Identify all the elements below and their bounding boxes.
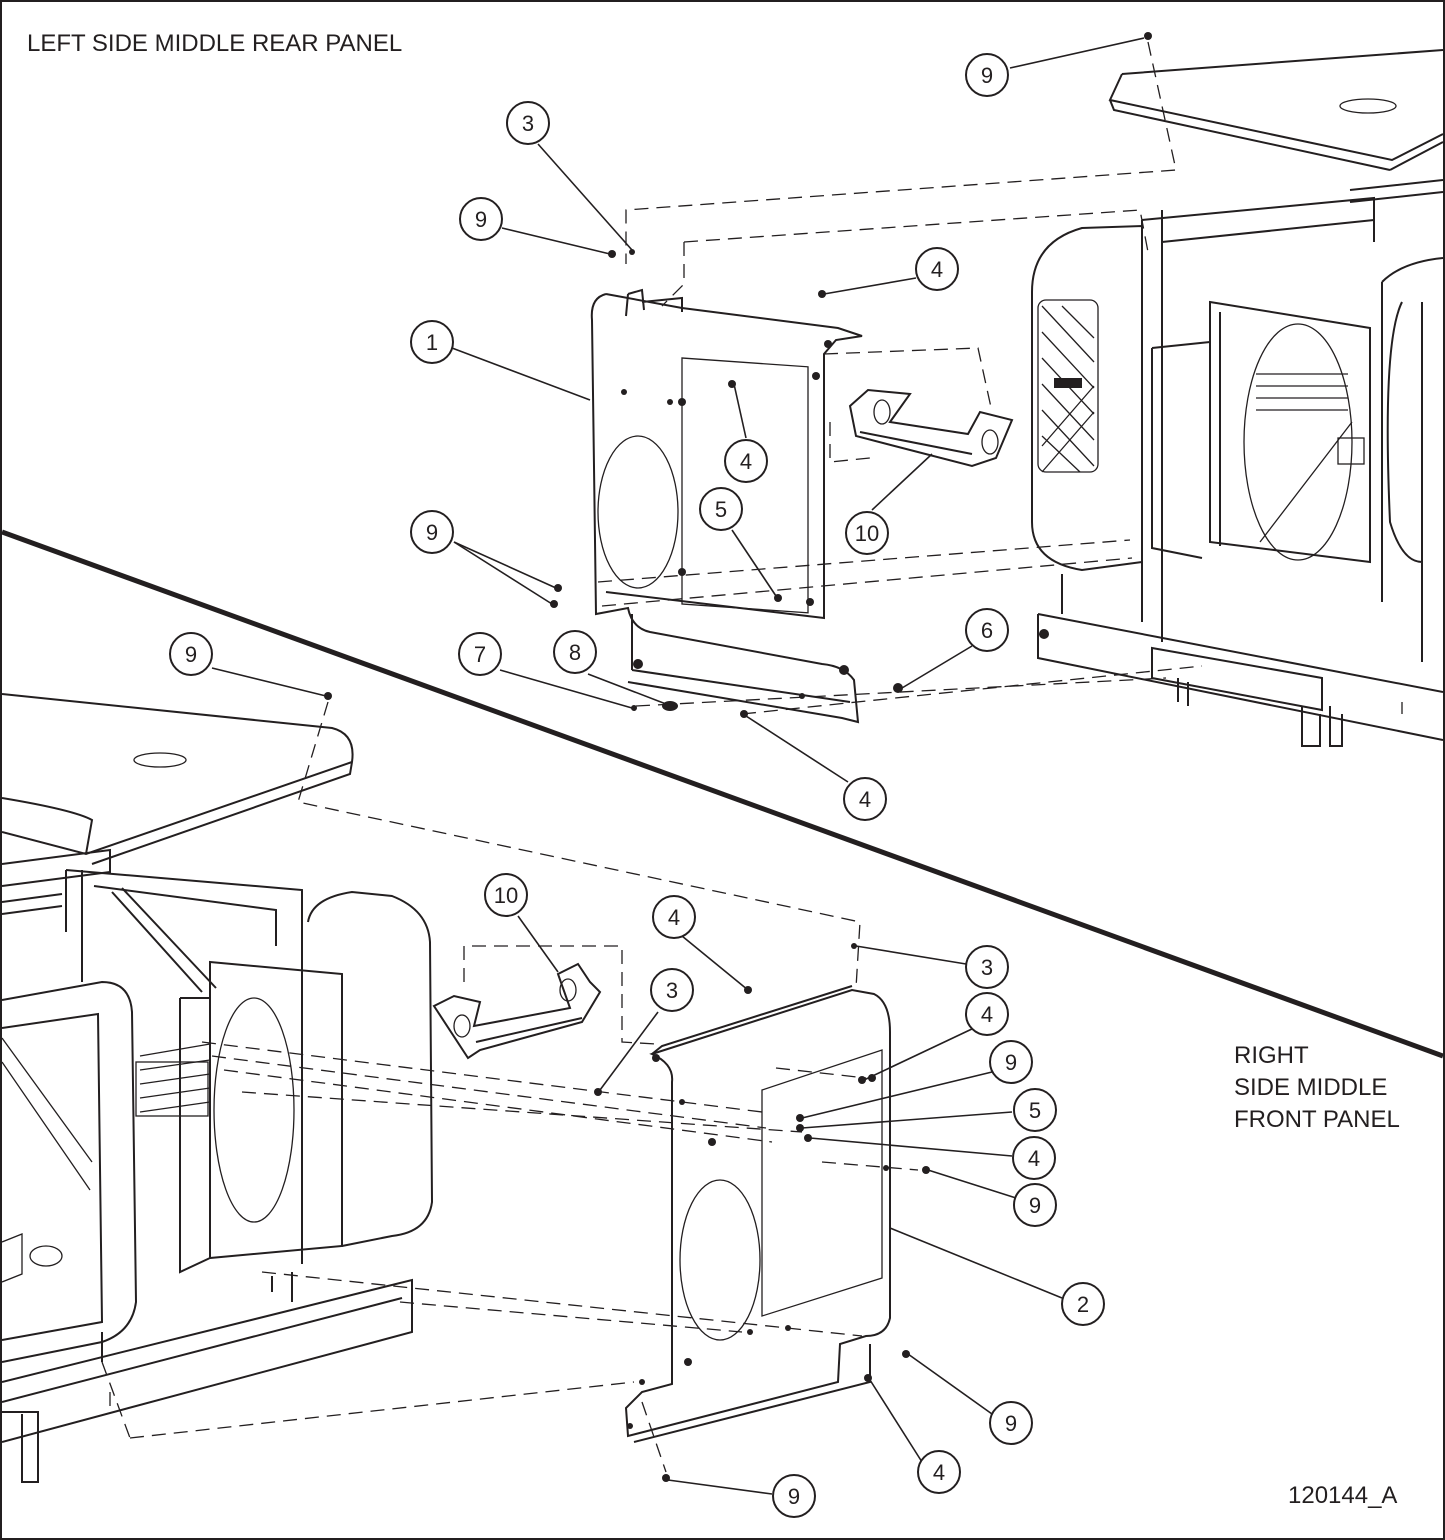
svg-text:9: 9 <box>475 207 487 232</box>
right-panel-title: RIGHT SIDE MIDDLE FRONT PANEL <box>1234 1040 1400 1136</box>
svg-text:7: 7 <box>474 642 486 667</box>
svg-text:4: 4 <box>931 257 943 282</box>
svg-text:8: 8 <box>569 640 581 665</box>
svg-text:4: 4 <box>981 1002 993 1027</box>
callout-1: 1 <box>410 320 454 364</box>
callout-10-front: 10 <box>484 873 528 917</box>
front-alignment-lines <box>101 701 919 1473</box>
callout-4-front-bottom: 4 <box>917 1450 961 1494</box>
callout-4-rear-bottom: 4 <box>843 777 887 821</box>
callout-leaders <box>211 37 1145 1495</box>
callout-4-rear-window: 4 <box>724 439 768 483</box>
svg-text:9: 9 <box>1005 1411 1017 1436</box>
svg-text:9: 9 <box>1029 1193 1041 1218</box>
right-panel-title-line: RIGHT <box>1234 1042 1309 1069</box>
callout-5-front: 5 <box>1013 1088 1057 1132</box>
callout-2: 2 <box>1061 1282 1105 1326</box>
svg-text:9: 9 <box>981 63 993 88</box>
svg-text:10: 10 <box>855 521 879 546</box>
drawing-number: 120144_A <box>1288 1482 1398 1509</box>
svg-text:4: 4 <box>859 787 871 812</box>
front-bracket-10 <box>432 962 602 1060</box>
right-panel-title-line: SIDE MIDDLE <box>1234 1074 1388 1101</box>
svg-text:4: 4 <box>668 905 680 930</box>
svg-text:10: 10 <box>494 883 518 908</box>
svg-text:9: 9 <box>426 520 438 545</box>
front-enclosure-assembly <box>2 693 434 1483</box>
rear-panel-1 <box>590 288 863 724</box>
right-panel-title-line: FRONT PANEL <box>1234 1106 1400 1133</box>
svg-text:5: 5 <box>1029 1098 1041 1123</box>
rear-bracket-10 <box>848 388 1014 468</box>
svg-text:9: 9 <box>1005 1050 1017 1075</box>
svg-text:6: 6 <box>981 618 993 643</box>
callout-9-rear-left: 9 <box>410 510 454 554</box>
callout-9-top-right: 9 <box>965 53 1009 97</box>
svg-text:1: 1 <box>426 330 438 355</box>
callout-3-front-inner: 3 <box>650 968 694 1012</box>
callout-4-rear-top: 4 <box>915 247 959 291</box>
callout-9-rear-top: 9 <box>459 197 503 241</box>
callout-9-front-right-2: 9 <box>1013 1183 1057 1227</box>
svg-text:3: 3 <box>666 978 678 1003</box>
svg-text:2: 2 <box>1077 1292 1089 1317</box>
rear-alignment-lines <box>597 41 1203 715</box>
callout-9-front-bottom: 9 <box>772 1474 816 1518</box>
callout-5-rear: 5 <box>699 487 743 531</box>
front-panel-2 <box>624 985 891 1443</box>
svg-text:4: 4 <box>1028 1146 1040 1171</box>
callout-9-front-right-1: 9 <box>989 1040 1033 1084</box>
callout-9-front-top-left: 9 <box>169 632 213 676</box>
svg-text:9: 9 <box>185 642 197 667</box>
callout-10-rear: 10 <box>845 511 889 555</box>
svg-text:9: 9 <box>788 1484 800 1509</box>
callout-3-rear-top: 3 <box>506 101 550 145</box>
callout-6: 6 <box>965 608 1009 652</box>
callout-7: 7 <box>458 632 502 676</box>
callout-4-front-right-1: 4 <box>965 992 1009 1036</box>
svg-text:3: 3 <box>522 111 534 136</box>
rear-hardware <box>550 32 1152 718</box>
callout-3-front-top: 3 <box>965 945 1009 989</box>
callout-8: 8 <box>553 630 597 674</box>
callout-4-front-top: 4 <box>652 895 696 939</box>
callout-9-front-bottom-right: 9 <box>989 1401 1033 1445</box>
view-separator-line <box>2 529 1443 1059</box>
svg-text:3: 3 <box>981 955 993 980</box>
svg-text:4: 4 <box>933 1460 945 1485</box>
svg-text:5: 5 <box>715 497 727 522</box>
svg-text:4: 4 <box>740 449 752 474</box>
rear-enclosure-assembly <box>1031 49 1443 747</box>
left-panel-title: LEFT SIDE MIDDLE REAR PANEL <box>27 30 403 57</box>
callout-4-front-right-2: 4 <box>1012 1136 1056 1180</box>
